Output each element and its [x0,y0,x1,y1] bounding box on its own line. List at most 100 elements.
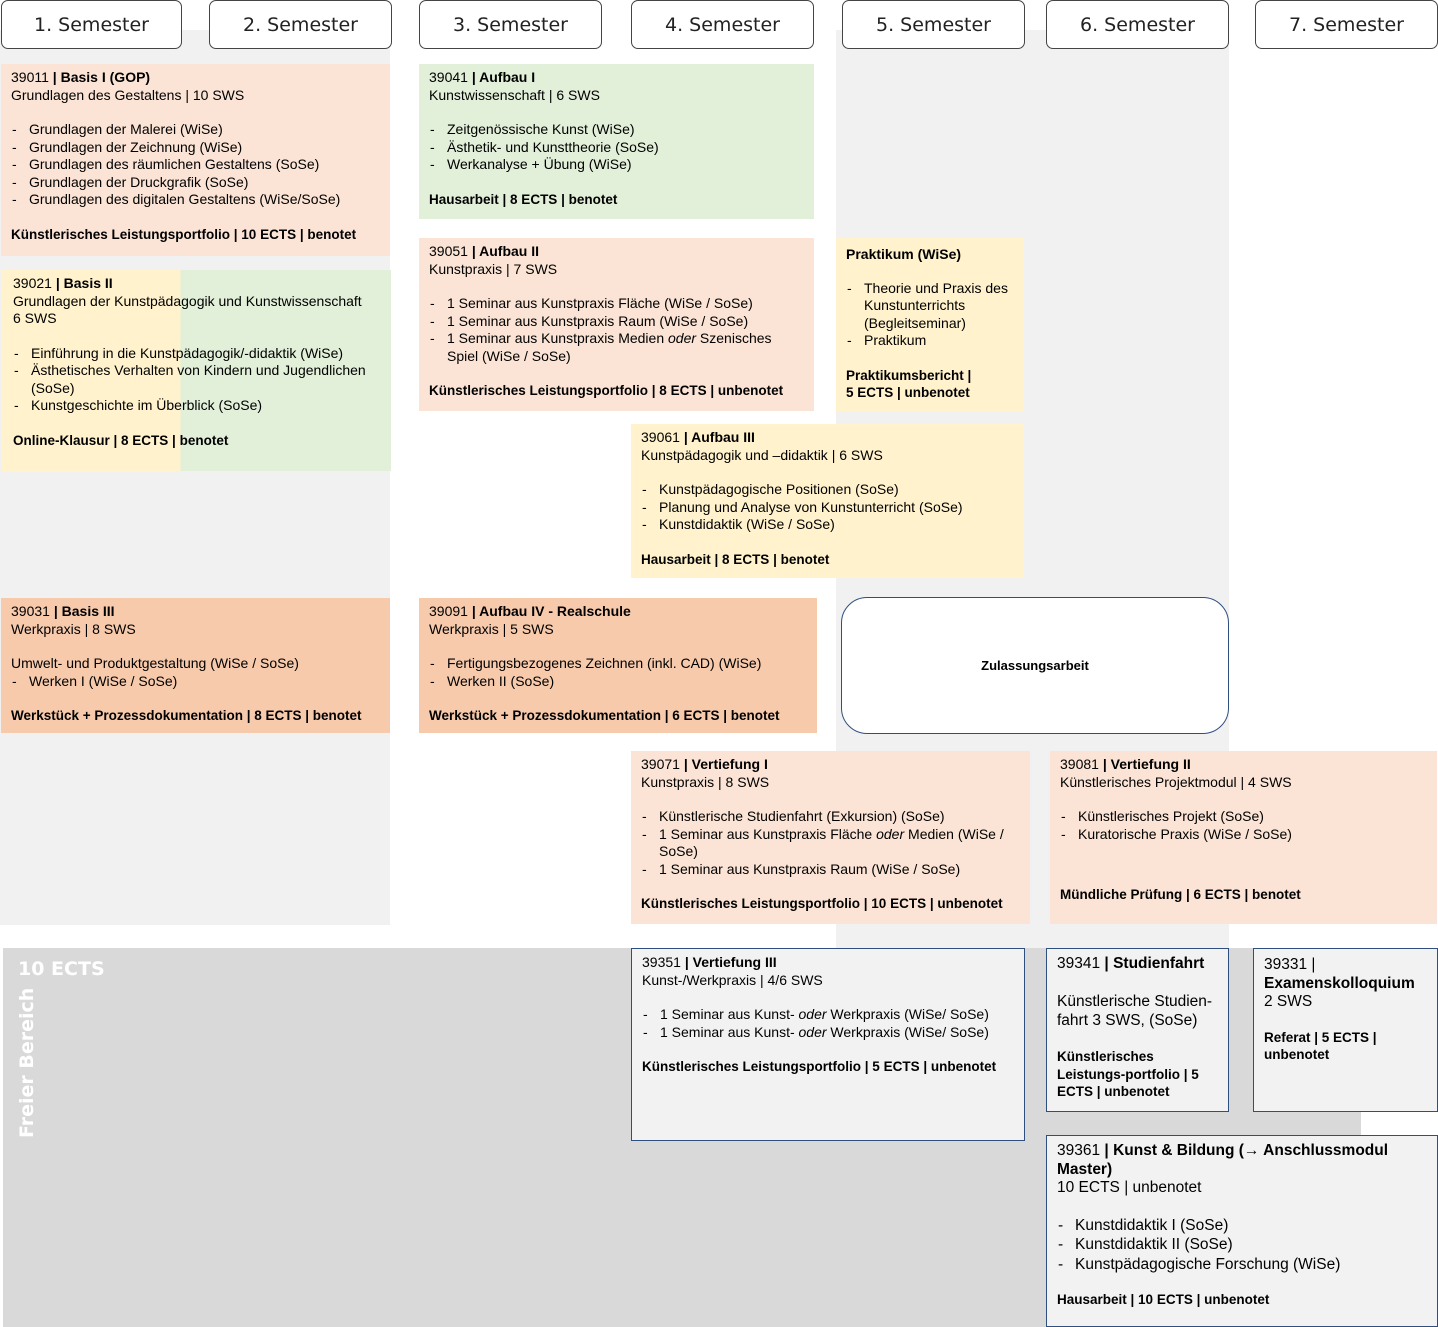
module-exam: Mündliche Prüfung | 6 ECTS | benotet [1060,887,1301,902]
module-items: 1 Seminar aus Kunst- oder Werkpraxis (Wi… [642,1006,1014,1041]
module-39061: 39061 | Aufbau III Kunstpädagogik und –d… [631,424,1024,578]
module-exam-2: 5 ECTS | unbenotet [846,385,970,400]
module-exam: Hausarbeit | 8 ECTS | benotet [641,551,830,567]
module-subtitle: Werkpraxis | 8 SWS [11,620,136,637]
module-subtitle: Künstlerisches Projektmodul | 4 SWS [1060,773,1292,790]
semester-4-header: 4. Semester [631,0,814,49]
module-items: Zeitgenössische Kunst (WiSe) Ästhetik- u… [429,121,804,174]
list-item: 1 Seminar aus Kunstpraxis Medien oder Sz… [429,330,804,365]
list-item: 1 Seminar aus Kunstpraxis Fläche (WiSe /… [429,295,804,313]
module-exam: Künstlerisches Leistungsportfolio | 10 E… [11,226,357,242]
list-item: Kuratorische Praxis (WiSe / SoSe) [1060,826,1427,844]
list-item: Einführung in die Kunstpädagogik/-didakt… [13,345,381,363]
module-subtitle: Kunst-/Werkpraxis | 4/6 SWS [642,971,823,988]
module-exam: Hausarbeit | 8 ECTS | benotet [429,191,618,207]
module-subtitle: Kunstpraxis | 8 SWS [641,773,770,790]
module-items: Theorie und Praxis des Kunstunterrichts … [846,280,1014,350]
module-exam: Werkstück + Prozessdokumentation | 8 ECT… [11,708,362,723]
list-item: 1 Seminar aus Kunstpraxis Raum (WiSe / S… [429,313,804,331]
module-exam: Hausarbeit | 10 ECTS | unbenotet [1057,1292,1270,1307]
module-subtitle: Grundlagen der Kunstpädagogik und Kunstw… [13,292,362,309]
module-39071: 39071 | Vertiefung I Kunstpraxis | 8 SWS… [631,751,1030,924]
module-subtitle: Kunstpraxis | 7 SWS [429,260,558,277]
module-items: Einführung in die Kunstpädagogik/-didakt… [13,345,381,415]
module-exam-2: Leistungs-portfolio | 5 [1057,1066,1199,1082]
list-item: 1 Seminar aus Kunstpraxis Raum (WiSe / S… [641,861,1020,879]
semester-6-header: 6. Semester [1046,0,1229,49]
list-item: 1 Seminar aus Kunstpraxis Fläche oder Me… [641,826,1020,861]
module-39081: 39081 | Vertiefung II Künstlerisches Pro… [1050,751,1437,924]
list-item: Kunstpädagogische Positionen (SoSe) [641,481,1014,499]
freier-ects: 10 ECTS [18,958,105,980]
module-exam-3: ECTS | unbenotet [1057,1084,1170,1099]
module-exam: Künstlerisches Leistungsportfolio | 5 EC… [642,1059,997,1074]
list-item: Werken I (WiSe / SoSe) [11,673,380,691]
module-39031: 39031 | Basis III Werkpraxis | 8 SWS Umw… [1,598,390,733]
module-39011: 39011 | Basis I (GOP) Grundlagen des Ges… [1,64,390,256]
module-39021: 39021 | Basis II Grundlagen der Kunstpäd… [1,270,391,471]
module-subtitle: Künstlerische Studien- [1057,993,1213,1010]
module-subtitle: 2 SWS [1264,993,1313,1010]
list-item: Grundlagen des digitalen Gestaltens (WiS… [11,191,380,209]
module-subtitle: Grundlagen des Gestaltens | 10 SWS [11,86,245,103]
module-items: Grundlagen der Malerei (WiSe) Grundlagen… [11,121,380,209]
zulassungsarbeit-box: Zulassungsarbeit [841,597,1229,734]
list-item: 1 Seminar aus Kunst- oder Werkpraxis (Wi… [642,1006,1014,1024]
module-39341: 39341 | Studienfahrt Künstlerische Studi… [1046,948,1229,1112]
module-items: Fertigungsbezogenes Zeichnen (inkl. CAD)… [429,655,807,690]
list-item: Grundlagen der Druckgrafik (SoSe) [11,174,380,192]
module-exam: Künstlerisches [1057,1049,1154,1064]
module-items: Werken I (WiSe / SoSe) [11,673,380,691]
module-subtitle: 10 ECTS | unbenotet [1057,1179,1202,1196]
module-39331: 39331 | Examenskolloquium 2 SWS Referat … [1253,948,1438,1112]
list-item: Grundlagen des räumlichen Gestaltens (So… [11,156,380,174]
freier-label: Freier Bereich [16,987,38,1138]
semester-2-header: 2. Semester [209,0,392,49]
list-item: Praktikum [846,332,1014,350]
module-exam: Künstlerisches Leistungsportfolio | 10 E… [641,896,1003,911]
list-item: Künstlerische Studienfahrt (Exkursion) (… [641,808,1020,826]
module-subtitle: Werkpraxis | 5 SWS [429,620,554,637]
module-39361: 39361 | Kunst & Bildung (→ Anschlussmodu… [1046,1135,1438,1327]
list-item: 1 Seminar aus Kunst- oder Werkpraxis (Wi… [642,1024,1014,1042]
module-exam: Werkstück + Prozessdokumentation | 6 ECT… [429,708,780,723]
list-item: Theorie und Praxis des Kunstunterrichts … [846,280,1014,333]
module-39041: 39041 | Aufbau I Kunstwissenschaft | 6 S… [419,64,814,219]
module-39091: 39091 | Aufbau IV - Realschule Werkpraxi… [419,598,817,733]
module-39051: 39051 | Aufbau II Kunstpraxis | 7 SWS 1 … [419,238,814,411]
list-item: Künstlerisches Projekt (SoSe) [1060,808,1427,826]
list-item: Grundlagen der Malerei (WiSe) [11,121,380,139]
list-item: Kunstdidaktik II (SoSe) [1057,1235,1427,1255]
semester-1-header: 1. Semester [1,0,182,49]
module-subtitle: Kunstwissenschaft | 6 SWS [429,86,600,103]
module-sws: 6 SWS [13,310,57,326]
list-item: Ästhetik- und Kunsttheorie (SoSe) [429,139,804,157]
list-item: Kunstdidaktik I (SoSe) [1057,1216,1427,1236]
list-item: Grundlagen der Zeichnung (WiSe) [11,139,380,157]
module-exam: Künstlerisches Leistungsportfolio | 8 EC… [429,383,784,398]
module-exam: Praktikumsbericht | [846,367,972,383]
list-item: Fertigungsbezogenes Zeichnen (inkl. CAD)… [429,655,807,673]
module-items: Kunstpädagogische Positionen (SoSe) Plan… [641,481,1014,534]
module-39351: 39351 | Vertiefung III Kunst-/Werkpraxis… [631,948,1025,1141]
module-subtitle-2: fahrt 3 SWS, (SoSe) [1057,1012,1198,1029]
list-item: Kunstpädagogische Forschung (WiSe) [1057,1255,1427,1275]
module-exam-2: unbenotet [1264,1047,1330,1062]
list-item: Ästhetisches Verhalten von Kindern und J… [13,362,381,397]
module-items: Kunstdidaktik I (SoSe) Kunstdidaktik II … [1057,1216,1427,1275]
list-item: Werken II (SoSe) [429,673,807,691]
list-item: Planung und Analyse von Kunstunterricht … [641,499,1014,517]
module-plain-line: Umwelt- und Produktgestaltung (WiSe / So… [11,655,299,671]
list-item: Kunstdidaktik (WiSe / SoSe) [641,516,1014,534]
semester-5-header: 5. Semester [842,0,1025,49]
module-subtitle: Kunstpädagogik und –didaktik | 6 SWS [641,446,883,463]
semester-7-header: 7. Semester [1255,0,1438,49]
module-exam: Online-Klausur | 8 ECTS | benotet [13,432,229,448]
module-exam: Referat | 5 ECTS | [1264,1029,1377,1045]
list-item: Zeitgenössische Kunst (WiSe) [429,121,804,139]
semester-3-header: 3. Semester [419,0,602,49]
module-items: 1 Seminar aus Kunstpraxis Fläche (WiSe /… [429,295,804,365]
module-praktikum: Praktikum (WiSe) Theorie und Praxis des … [836,238,1024,411]
list-item: Kunstgeschichte im Überblick (SoSe) [13,397,381,415]
module-items: Künstlerisches Projekt (SoSe) Kuratorisc… [1060,808,1427,843]
